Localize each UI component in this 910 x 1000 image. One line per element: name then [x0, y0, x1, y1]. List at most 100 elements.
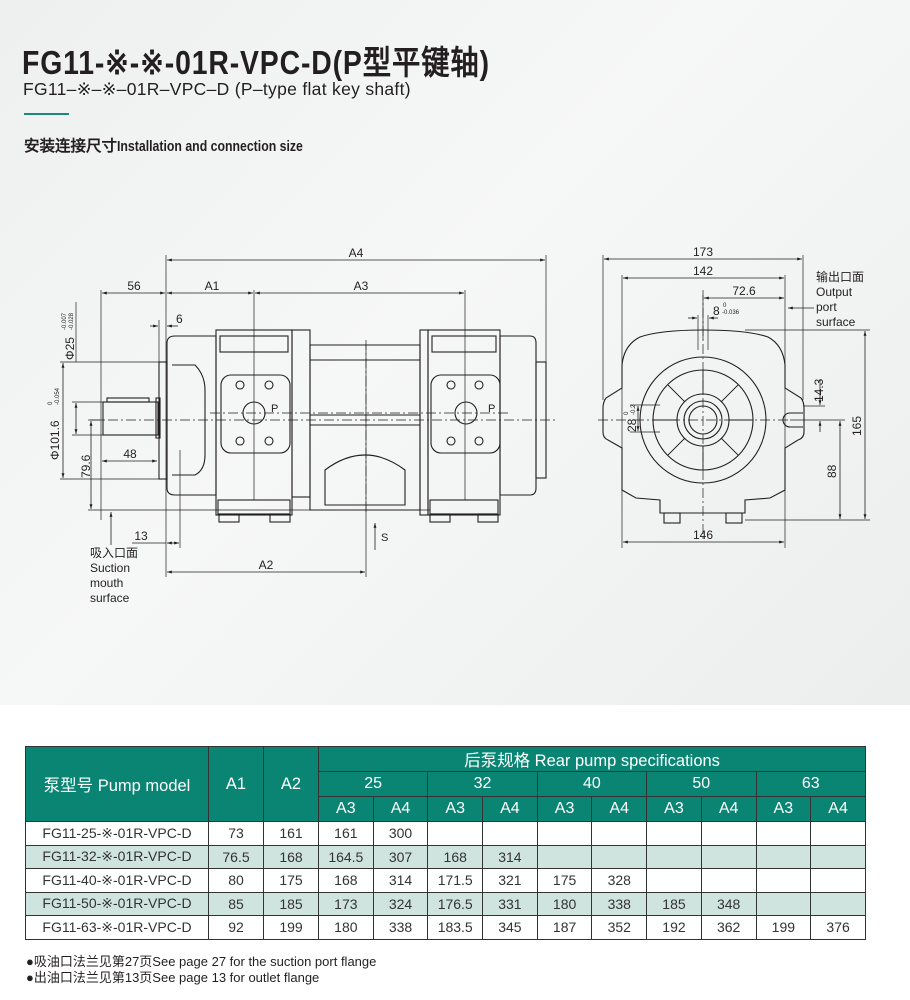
cell-a3-25: 164.5 — [318, 844, 374, 869]
cell-model: FG11-40-※-01R-VPC-D — [25, 868, 209, 893]
header-a3-50: A3 — [646, 796, 702, 822]
suction-label-3: surface — [90, 591, 130, 605]
pump-front-outline — [602, 329, 805, 514]
notes: ●吸油口法兰见第27页See page 27 for the suction p… — [26, 954, 376, 985]
header-a1: A1 — [208, 746, 264, 822]
phi25-tol-lower: -0.028 — [69, 312, 75, 330]
front-port-flange — [220, 374, 291, 454]
cell-a4-40 — [591, 821, 648, 846]
phi101-tol-upper: 0 — [48, 401, 54, 405]
front-view — [598, 255, 870, 548]
cell-model: FG11-32-※-01R-VPC-D — [25, 844, 209, 869]
front-cover — [166, 335, 217, 496]
cell-a3-32: 183.5 — [427, 915, 484, 940]
cell-a4-32 — [482, 821, 538, 846]
cell-a4-32: 345 — [482, 915, 538, 940]
cell-a1: 92 — [208, 915, 264, 940]
dim-165: 165 — [850, 416, 864, 436]
dim-6: 6 — [176, 312, 183, 326]
suction-s-label: S — [381, 532, 388, 544]
cell-a3-63 — [755, 868, 812, 893]
cell-model: FG11-50-※-01R-VPC-D — [25, 891, 209, 916]
header-a4-50: A4 — [700, 796, 757, 822]
dim-8: 8 — [713, 304, 720, 318]
suction-label-cn: 吸入口面 — [90, 546, 138, 560]
header-a4-63: A4 — [810, 796, 866, 822]
section-heading-cn: 安装连接尺寸 — [24, 138, 118, 155]
rear-pump-body — [427, 329, 501, 516]
front-view-labels: 173 142 72.6 8 0 -0.036 28 0 -0.2 14.3 8… — [624, 245, 864, 542]
cell-model: FG11-25-※-01R-VPC-D — [25, 821, 209, 846]
dim-28-tol-upper: 0 — [624, 411, 630, 415]
cell-a4-25: 307 — [372, 844, 429, 869]
suction-label-2: mouth — [90, 576, 123, 590]
cell-a2: 199 — [263, 915, 319, 940]
dim-56: 56 — [127, 279, 141, 293]
cell-a1: 85 — [208, 891, 264, 916]
dim-173: 173 — [693, 245, 713, 259]
cell-a4-32: 314 — [482, 844, 538, 869]
output-label-2: port — [816, 300, 837, 314]
dim-a4: A4 — [349, 246, 364, 260]
page-subtitle: FG11–※–※–01R–VPC–D (P–type flat key shaf… — [23, 79, 411, 99]
rear-cover — [499, 335, 537, 496]
cell-a3-63 — [755, 821, 812, 846]
cell-a3-32 — [427, 821, 484, 846]
cell-a3-50: 185 — [646, 891, 702, 916]
cell-a3-40 — [536, 844, 593, 869]
middle-flange — [291, 329, 311, 498]
shaft — [102, 401, 159, 436]
header-size-63: 63 — [755, 771, 866, 797]
cell-a4-25: 314 — [372, 868, 429, 893]
cell-a3-63 — [755, 844, 812, 869]
phi101-tol-lower: -0.054 — [55, 387, 61, 405]
cell-a3-25: 180 — [318, 915, 374, 940]
middle-body — [309, 344, 421, 511]
header-pump-model: 泵型号 Pump model — [25, 746, 209, 822]
cell-a2: 168 — [263, 844, 319, 869]
header-rear-pump: 后泵规格 Rear pump specifications — [318, 746, 866, 772]
header-size-32: 32 — [427, 771, 538, 797]
header-a3-63: A3 — [755, 796, 812, 822]
cell-a4-40 — [591, 844, 648, 869]
header-a2: A2 — [263, 746, 319, 822]
dim-28: 28 — [625, 418, 639, 432]
cell-model: FG11-63-※-01R-VPC-D — [25, 915, 209, 940]
cell-a1: 76.5 — [208, 844, 264, 869]
section-heading-en: Installation and connection size — [117, 138, 303, 155]
output-label-1: Output — [816, 285, 853, 299]
dim-28-tol-lower: -0.2 — [631, 404, 637, 415]
cell-a4-63 — [810, 891, 866, 916]
header-a4-25: A4 — [372, 796, 429, 822]
dim-phi101: Φ101.6 — [48, 420, 62, 460]
cell-a4-25: 324 — [372, 891, 429, 916]
header-size-25: 25 — [317, 771, 429, 797]
dim-88: 88 — [825, 464, 839, 478]
dim-72-6: 72.6 — [732, 284, 756, 298]
cell-a3-25: 168 — [318, 868, 374, 893]
cell-a3-50: 192 — [646, 915, 702, 940]
header-a4-40: A4 — [591, 796, 648, 822]
cell-a4-50: 348 — [700, 891, 757, 916]
output-label-cn: 输出口面 — [816, 269, 864, 284]
cell-a4-50 — [700, 821, 757, 846]
dim-a1: A1 — [205, 279, 220, 293]
section-heading: 安装连接尺寸Installation and connection size — [24, 134, 344, 156]
cell-a3-63: 199 — [755, 915, 812, 940]
dim-phi25: Φ25 — [63, 337, 77, 360]
dim-a2: A2 — [259, 558, 274, 572]
cell-a3-40: 187 — [536, 915, 593, 940]
header-size-50: 50 — [646, 771, 757, 797]
cell-a3-32: 176.5 — [427, 891, 484, 916]
cell-a3-50 — [646, 821, 702, 846]
cell-a3-50 — [646, 868, 702, 893]
cell-a2: 161 — [263, 821, 319, 846]
dim-79-6: 79.6 — [79, 454, 93, 478]
cell-a4-50: 362 — [700, 915, 757, 940]
cell-a4-40: 328 — [591, 868, 648, 893]
header-a3-25: A3 — [318, 796, 374, 822]
